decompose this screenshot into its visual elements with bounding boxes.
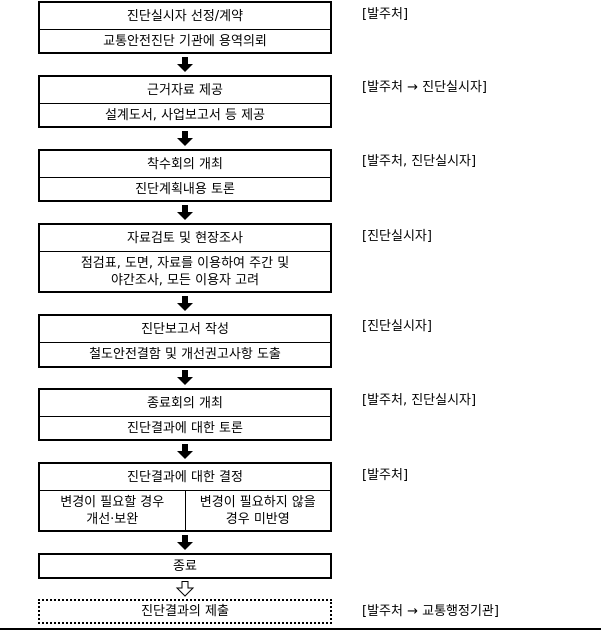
step-2-actor: [발주처 → 진단실시자]	[362, 80, 487, 95]
step-6-desc: 진단결과에 대한 토론	[127, 420, 243, 436]
step-7-option-change-line-1: 변경이 필요할 경우	[60, 494, 165, 510]
step-7-option-change: 변경이 필요할 경우 개선·보완	[40, 491, 186, 530]
step-4-desc: 점검표, 도면, 자료를 이용하여 주간 및 야간조사, 모든 이용자 고려	[40, 252, 330, 291]
step-2-box: 근거자료 제공 설계도서, 사업보고서 등 제공	[38, 75, 332, 128]
step-9-title: 진단결과의 제출	[141, 604, 229, 619]
step-3-desc: 진단계획내용 토론	[135, 181, 235, 197]
step-3-actor: [발주처, 진단실시자]	[362, 154, 477, 169]
step-4-actor: [진단실시자]	[362, 229, 432, 244]
step-7-option-no-change-line-2: 경우 미반영	[225, 511, 290, 527]
step-6-actor: [발주처, 진단실시자]	[362, 393, 477, 408]
step-7-box: 진단결과에 대한 결정 변경이 필요할 경우 개선·보완 변경이 필요하지 않을…	[38, 462, 332, 532]
step-5-actor: [진단실시자]	[362, 319, 432, 334]
step-2-desc: 설계도서, 사업보고서 등 제공	[104, 107, 266, 123]
hollow-arrow-down-icon	[175, 581, 195, 597]
step-2-title: 근거자료 제공	[40, 77, 330, 104]
arrow-down-icon	[177, 296, 193, 311]
arrow-down-icon	[177, 57, 193, 72]
step-8-title: 종료	[173, 558, 197, 574]
step-7-option-no-change-line-1: 변경이 필요하지 않을	[199, 494, 316, 510]
step-3-box: 착수회의 개최 진단계획내용 토론	[38, 149, 332, 202]
step-7-actor: [발주처]	[362, 468, 409, 483]
step-8-box: 종료	[38, 553, 332, 579]
arrow-down-icon	[177, 131, 193, 146]
step-5-box: 진단보고서 작성 철도안전결함 및 개선권고사항 도출	[38, 314, 332, 368]
step-1-actor: [발주처]	[362, 7, 409, 22]
step-7-option-change-line-2: 개선·보완	[86, 511, 139, 527]
step-5-desc: 철도안전결함 및 개선권고사항 도출	[89, 347, 281, 362]
step-4-title: 자료검토 및 현장조사	[40, 225, 330, 252]
step-9-actor: [발주처 → 교통행정기관]	[362, 604, 499, 619]
arrow-down-icon	[177, 370, 193, 385]
step-3-title: 착수회의 개최	[40, 151, 330, 178]
step-4-box: 자료검토 및 현장조사 점검표, 도면, 자료를 이용하여 주간 및 야간조사,…	[38, 223, 332, 293]
bottom-rule	[0, 628, 601, 630]
step-4-desc-line-2: 야간조사, 모든 이용자 고려	[110, 272, 260, 288]
step-5-title: 진단보고서 작성	[40, 316, 330, 343]
step-4-desc-line-1: 점검표, 도면, 자료를 이용하여 주간 및	[80, 255, 290, 271]
step-1-desc: 교통안전진단 기관에 용역의뢰	[103, 33, 267, 49]
step-9-box: 진단결과의 제출	[38, 599, 332, 624]
step-1-title: 진단실시자 선정/계약	[40, 3, 330, 30]
arrow-down-icon	[177, 205, 193, 220]
step-7-option-no-change: 변경이 필요하지 않을 경우 미반영	[186, 491, 331, 530]
arrow-down-icon	[177, 535, 193, 550]
step-6-title: 종료회의 개최	[40, 390, 330, 417]
step-7-options: 변경이 필요할 경우 개선·보완 변경이 필요하지 않을 경우 미반영	[40, 491, 330, 530]
step-7-title: 진단결과에 대한 결정	[40, 464, 330, 491]
step-6-box: 종료회의 개최 진단결과에 대한 토론	[38, 388, 332, 441]
arrow-down-icon	[177, 444, 193, 459]
step-1-box: 진단실시자 선정/계약 교통안전진단 기관에 용역의뢰	[38, 1, 332, 54]
